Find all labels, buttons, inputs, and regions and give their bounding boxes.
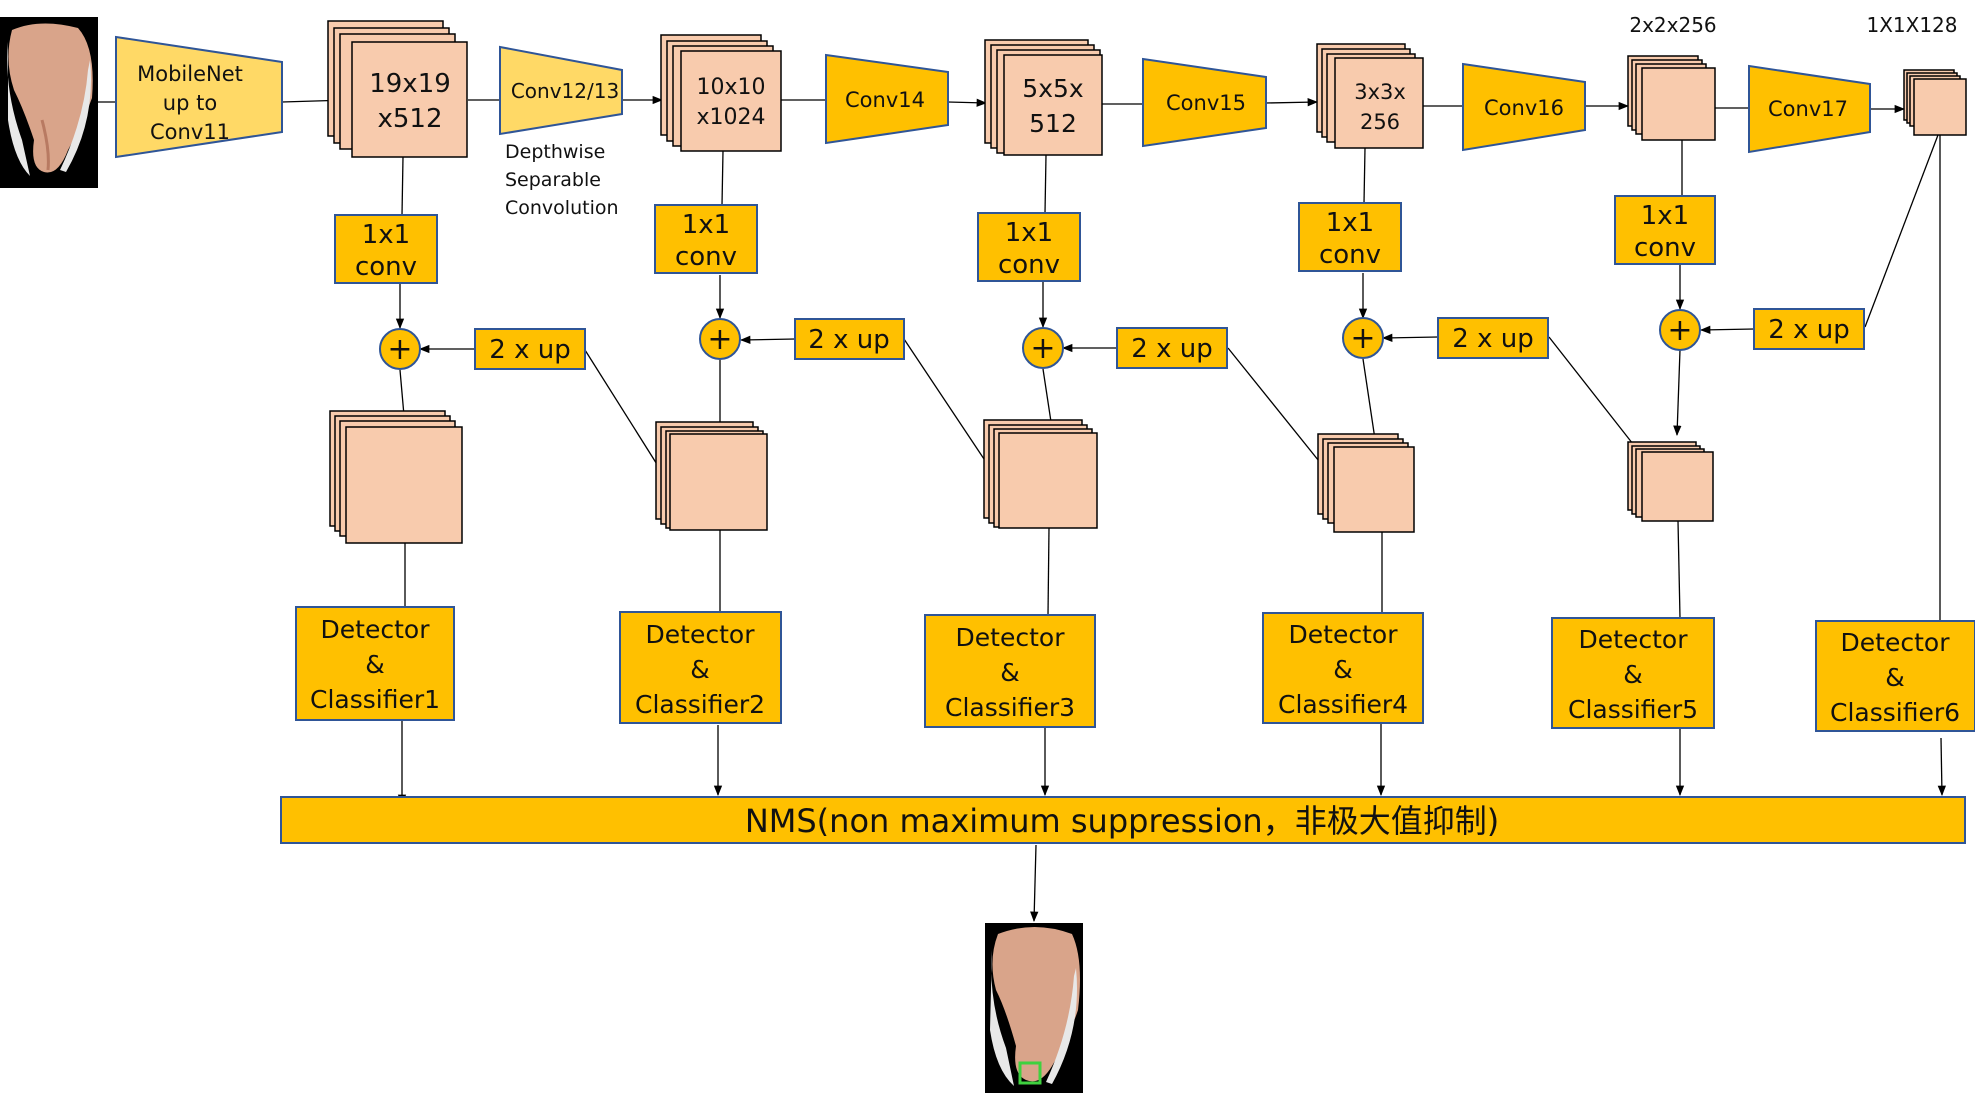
add-nodes: + + + + + (379, 309, 1701, 370)
upsample-box-4 (1437, 317, 1549, 359)
svg-text:Conv16: Conv16 (1484, 96, 1564, 120)
conv1x1-box-5 (1614, 195, 1716, 265)
upsample-box-2 (794, 318, 905, 360)
add-node-4 (1342, 317, 1384, 359)
svg-text:Conv12/13: Conv12/13 (511, 79, 619, 103)
svg-text:Conv17: Conv17 (1768, 97, 1848, 121)
add-node-3 (1022, 327, 1064, 369)
svg-text:2 x up: 2 x up (808, 325, 889, 355)
detector-boxes: Detector&Classifier1 Detector&Classifier… (295, 606, 1975, 732)
detector-box-5 (1551, 617, 1715, 729)
feature-map-1x1 (1903, 69, 1967, 136)
output-image (985, 923, 1083, 1093)
add-node-2 (699, 318, 741, 360)
svg-text:2 x up: 2 x up (489, 335, 570, 365)
detector-box-3 (924, 614, 1096, 728)
upsample-box-1 (474, 328, 586, 370)
feature-map-1x1-label: 1X1X128 (1866, 13, 1957, 37)
detector-box-1 (295, 606, 455, 721)
feature-map-5x5 (984, 39, 1103, 156)
merged-map-5 (1627, 441, 1714, 522)
svg-text:2 x up: 2 x up (1131, 334, 1212, 364)
connectors (98, 95, 1946, 923)
svg-text:Detector&Classifier2: Detector&Classifier2 (635, 620, 765, 719)
svg-text:Detector&Classifier4: Detector&Classifier4 (1278, 620, 1408, 719)
svg-text:Detector&Classifier3: Detector&Classifier3 (945, 623, 1075, 722)
conv1x1-box-2 (654, 204, 758, 274)
svg-text:+: + (1350, 321, 1375, 356)
svg-text:Detector&Classifier6: Detector&Classifier6 (1830, 628, 1960, 727)
conv12-13-block: Conv12/13 (499, 45, 623, 136)
feature-map-3x3 (1316, 43, 1424, 149)
svg-text:Conv14: Conv14 (845, 88, 925, 112)
svg-text:2 x up: 2 x up (1768, 315, 1849, 345)
add-node-5 (1659, 309, 1701, 351)
svg-text:+: + (707, 322, 732, 357)
hand-detection-photo-icon (990, 927, 1080, 1086)
svg-text:Detector&Classifier1: Detector&Classifier1 (310, 615, 440, 714)
svg-text:Detector&Classifier5: Detector&Classifier5 (1568, 625, 1698, 724)
feature-map-2x2-label: 2x2x256 (1629, 13, 1716, 37)
svg-text:+: + (1030, 331, 1055, 366)
detector-box-2 (619, 611, 782, 724)
conv1x1-box-3 (977, 212, 1081, 282)
detection-box (1018, 1061, 1042, 1085)
detector-box-6 (1815, 620, 1975, 732)
merged-map-2 (655, 421, 768, 531)
merged-map-4 (1317, 433, 1415, 533)
svg-text:+: + (387, 332, 412, 367)
conv14-block: Conv14 (825, 53, 949, 145)
nms-label: NMS(non maximum suppression，非极大值抑制) (745, 802, 1499, 840)
feature-map-2x2 (1627, 55, 1716, 141)
upsample-box-3 (1116, 327, 1228, 369)
svg-text:Conv15: Conv15 (1166, 91, 1246, 115)
input-image (0, 17, 98, 188)
svg-text:+: + (1667, 313, 1692, 348)
feature-map-19x19 (327, 20, 468, 158)
add-node-1 (379, 328, 421, 370)
upsample-box-5 (1753, 308, 1865, 350)
svg-text:2 x up: 2 x up (1452, 324, 1533, 354)
conv1x1-box-4 (1298, 202, 1402, 272)
merged-map-3 (983, 419, 1098, 529)
conv1x1-box-1 (334, 214, 438, 284)
conv17-block: Conv17 (1748, 64, 1871, 154)
upsample-boxes: 2 x up 2 x up 2 x up 2 x up 2 x up (474, 308, 1865, 370)
nms-bar: NMS(non maximum suppression，非极大值抑制) (280, 796, 1966, 844)
merged-map-1 (329, 410, 463, 544)
conv16-block: Conv16 (1462, 62, 1586, 152)
feature-map-10x10 (660, 34, 782, 152)
detector-box-4 (1262, 612, 1424, 724)
conv15-block: Conv15 (1142, 57, 1267, 148)
hand-photo-icon (7, 23, 93, 176)
